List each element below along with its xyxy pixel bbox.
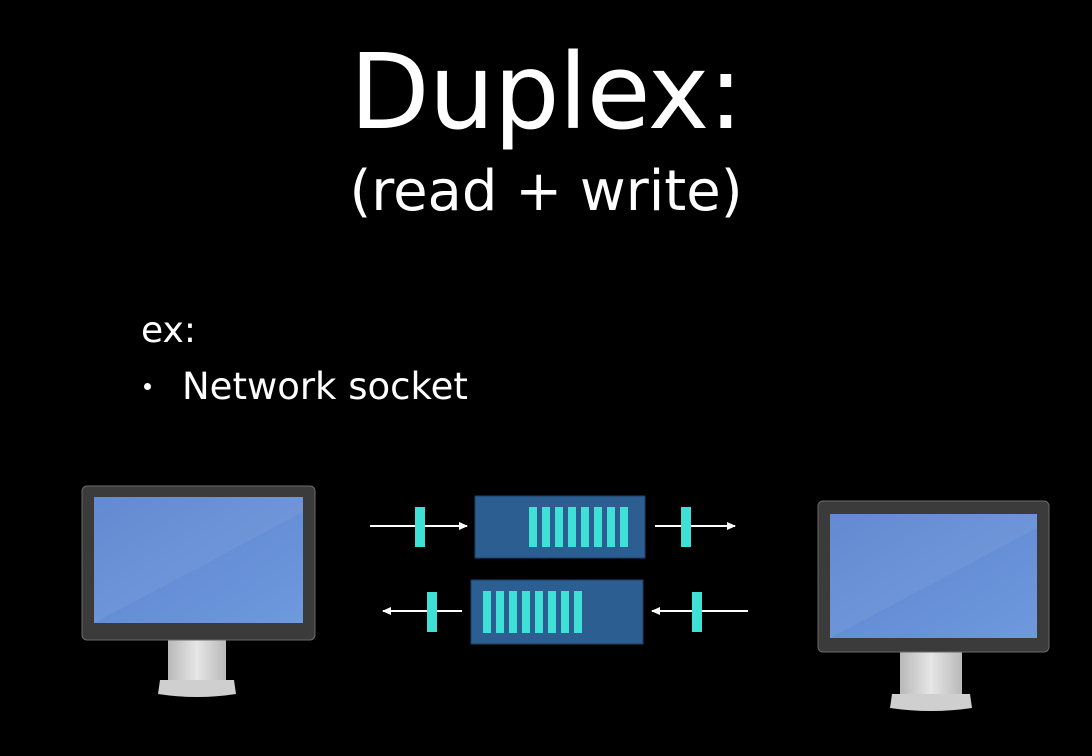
bullet-icon bbox=[144, 383, 151, 390]
slide-subtitle: (read + write) bbox=[349, 159, 743, 224]
channel-incoming bbox=[382, 579, 748, 645]
example-item-text: Network socket bbox=[182, 365, 468, 408]
packet bbox=[427, 592, 437, 632]
example-item: Network socket bbox=[141, 368, 468, 405]
packet bbox=[415, 507, 425, 547]
example-label: ex: bbox=[141, 310, 196, 351]
slide-title: Duplex: bbox=[349, 31, 744, 153]
packet bbox=[681, 507, 691, 547]
left-monitor-icon bbox=[81, 485, 316, 697]
channel-outgoing bbox=[370, 495, 736, 559]
buffered-packets bbox=[483, 591, 582, 633]
packet bbox=[692, 592, 702, 632]
buffered-packets bbox=[529, 507, 628, 547]
right-monitor-icon bbox=[817, 500, 1050, 711]
